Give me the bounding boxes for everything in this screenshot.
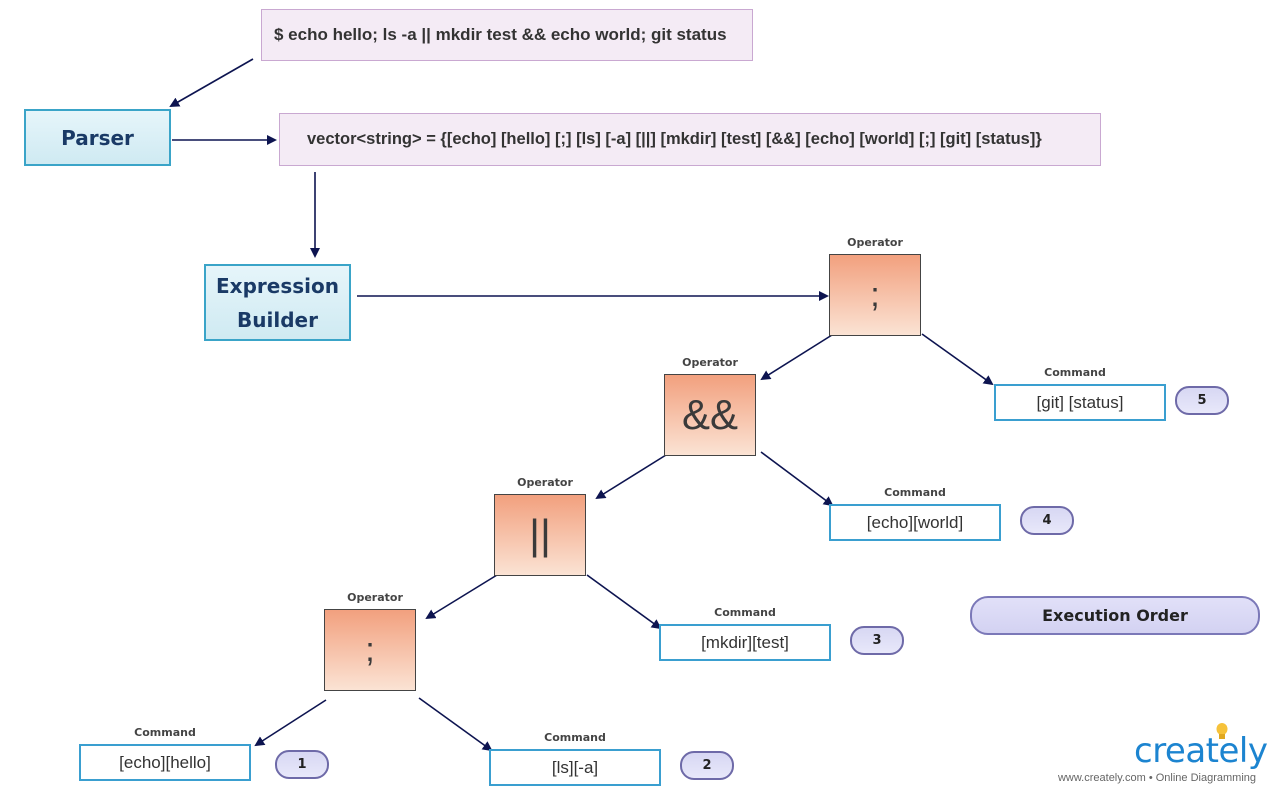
order-number: 5: [1197, 393, 1207, 408]
operator-node-root: ;: [829, 254, 921, 336]
arrow-op2-right: [760, 451, 834, 507]
command-node-ls-a: [ls][-a]: [489, 749, 661, 786]
command-label: Command: [1044, 366, 1106, 379]
command-line-text: $ echo hello; ls -a || mkdir test && ech…: [274, 25, 727, 44]
operator-node-and: &&: [664, 374, 756, 456]
token-vector-text: vector<string> = {[echo] [hello] [;] [ls…: [307, 130, 1042, 148]
operator-node-or: ||: [494, 494, 586, 576]
creately-tagline: www.creately.com • Online Diagramming: [1057, 772, 1256, 784]
command-label: Command: [544, 731, 606, 744]
command-label: Command: [714, 606, 776, 619]
command-node-echo-world: [echo][world]: [829, 504, 1001, 541]
command-label: Command: [134, 726, 196, 739]
operator-symbol: &&: [681, 391, 739, 438]
command-text: [echo][world]: [866, 512, 964, 532]
arrow-op1-right: [921, 333, 994, 386]
builder-label-line1: Expression: [216, 273, 339, 298]
command-node-mkdir-test: [mkdir][test]: [659, 624, 831, 661]
arrow-op3-right: [586, 574, 662, 630]
operator-label: Operator: [347, 591, 403, 604]
command-text: [mkdir][test]: [701, 632, 789, 652]
expression-builder-box: Expression Builder: [204, 264, 351, 341]
operator-symbol: ;: [870, 275, 880, 314]
execution-order-legend: Execution Order: [970, 596, 1260, 635]
arrow-command-to-parser: [169, 58, 254, 107]
parser-box: Parser: [24, 109, 171, 166]
command-label: Command: [884, 486, 946, 499]
order-number: 3: [872, 633, 882, 648]
operator-node-seq: ;: [324, 609, 416, 691]
operator-symbol: ;: [365, 630, 375, 669]
legend-label: Execution Order: [1042, 606, 1188, 625]
command-text: [git] [status]: [1036, 392, 1124, 412]
order-badge: 3: [850, 626, 904, 655]
parser-label: Parser: [61, 125, 134, 150]
operator-label: Operator: [682, 356, 738, 369]
command-line-box: $ echo hello; ls -a || mkdir test && ech…: [261, 9, 753, 61]
arrow-op4-right: [418, 697, 493, 752]
command-text: [ls][-a]: [551, 757, 599, 777]
command-text: [echo][hello]: [119, 752, 211, 772]
token-vector-box: vector<string> = {[echo] [hello] [;] [ls…: [279, 113, 1101, 166]
order-number: 1: [297, 757, 307, 772]
operator-symbol: ||: [529, 511, 551, 558]
arrow-op3-left: [425, 574, 498, 620]
arrow-op2-left: [595, 454, 667, 500]
order-badge: 1: [275, 750, 329, 779]
order-badge: 2: [680, 751, 734, 780]
operator-label: Operator: [517, 476, 573, 489]
order-number: 2: [702, 758, 712, 773]
creately-logo: creately: [1134, 723, 1268, 772]
order-badge: 5: [1175, 386, 1229, 415]
arrow-op1-left: [760, 334, 833, 381]
operator-label: Operator: [847, 236, 903, 249]
lightbulb-icon: [1216, 723, 1228, 739]
command-node-git-status: [git] [status]: [994, 384, 1166, 421]
order-number: 4: [1042, 513, 1052, 528]
order-badge: 4: [1020, 506, 1074, 535]
arrow-op4-left: [254, 699, 327, 747]
builder-label-line2: Builder: [237, 307, 318, 332]
logo-text: creately: [1134, 731, 1268, 771]
command-node-echo-hello: [echo][hello]: [79, 744, 251, 781]
